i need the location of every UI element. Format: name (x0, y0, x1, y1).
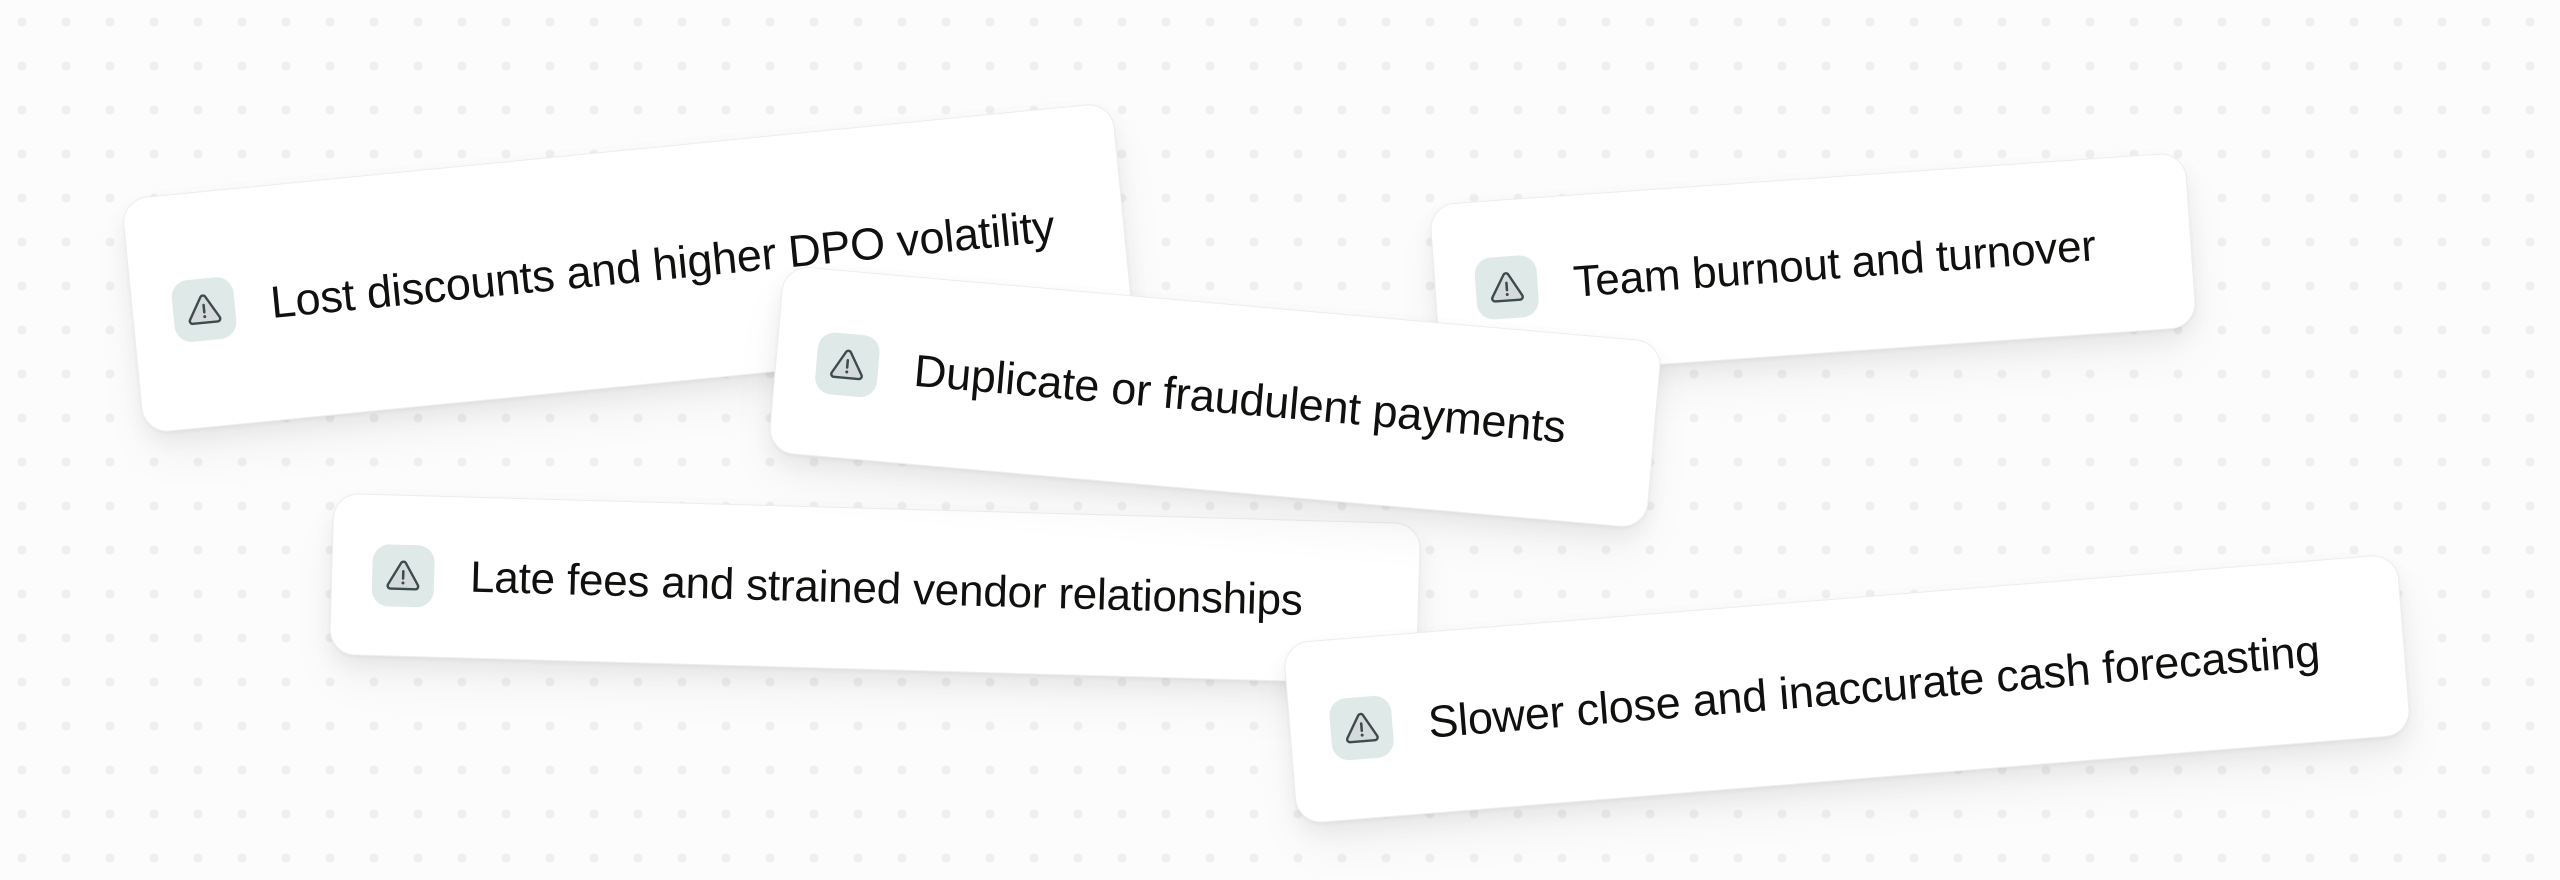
risk-card-late-fees[interactable]: Late fees and strained vendor relationsh… (328, 492, 1422, 686)
risk-card-lost-discounts[interactable]: Lost discounts and higher DPO volatility (120, 101, 1136, 435)
risk-card-label: Late fees and strained vendor relationsh… (469, 553, 1304, 626)
risk-card-label: Slower close and inaccurate cash forecas… (1426, 624, 2322, 748)
warning-triangle-icon (371, 543, 436, 608)
risk-card-team-burnout[interactable]: Team burnout and turnover (1428, 151, 2198, 381)
warning-triangle-icon (1473, 254, 1540, 321)
risk-card-duplicate-payments[interactable]: Duplicate or fraudulent payments (767, 264, 1663, 530)
warning-triangle-icon (170, 275, 238, 344)
risk-card-label: Duplicate or fraudulent payments (911, 344, 1568, 453)
warning-triangle-icon (813, 331, 881, 399)
risk-card-slower-close[interactable]: Slower close and inaccurate cash forecas… (1282, 553, 2412, 825)
risk-card-label: Team burnout and turnover (1571, 221, 2098, 308)
warning-triangle-icon (1328, 694, 1395, 762)
